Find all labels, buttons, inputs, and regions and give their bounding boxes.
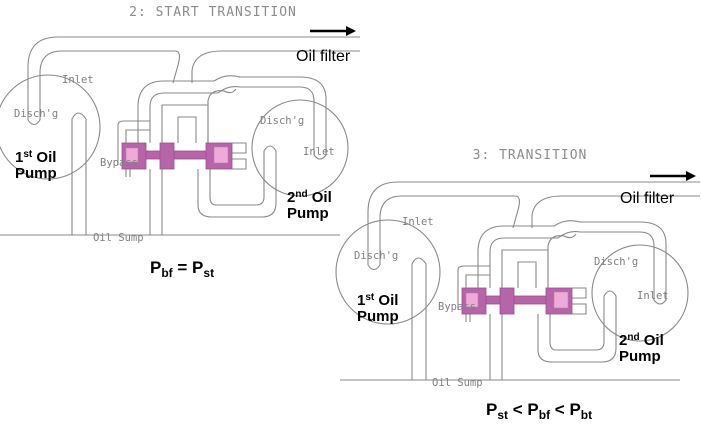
equation: Pst < Pbf < Pbt [486,400,592,422]
bypass-label: Bypass [100,157,138,169]
pump1-inlet-label: Inlet [402,216,434,228]
pump2-label: 2nd Oil [287,189,332,206]
pump1-label-line2: Pump [357,308,399,325]
pump1-label: 1st Oil [357,292,398,309]
pump1-label: 1st Oil [15,149,56,166]
panel-title: 2: START TRANSITION [129,5,297,20]
pump2-label-line2: Pump [619,348,661,365]
pump2-label-line2: Pump [287,205,329,222]
oil-filter-label: Oil filter [296,48,351,65]
oil-filter-label: Oil filter [620,190,675,207]
oil-sump-label: Oil Sump [432,377,483,389]
pump1-label-line2: Pump [15,165,57,182]
panel-start-transition: 2: START TRANSITION Oil filter Inlet Dis… [0,5,362,280]
panel-transition: 3: TRANSITION Oil filter Inlet Disch'g D… [334,148,701,422]
pump2-label: 2nd Oil [619,332,664,349]
equation: Pbf = Pst [150,258,214,280]
oil-sump-label: Oil Sump [93,232,144,244]
pump2-inlet-label: Inlet [637,290,669,302]
pump2-discharge-label: Disch'g [260,115,304,127]
panel-title: 3: TRANSITION [473,148,588,163]
pump1-discharge-label: Disch'g [354,250,398,262]
pump1-inlet-label: Inlet [62,74,94,86]
pump2-discharge-label: Disch'g [594,256,638,268]
pump1-discharge-label: Disch'g [14,108,58,120]
bypass-label: Bypass [438,301,476,313]
pump2-inlet-label: Inlet [303,146,335,158]
